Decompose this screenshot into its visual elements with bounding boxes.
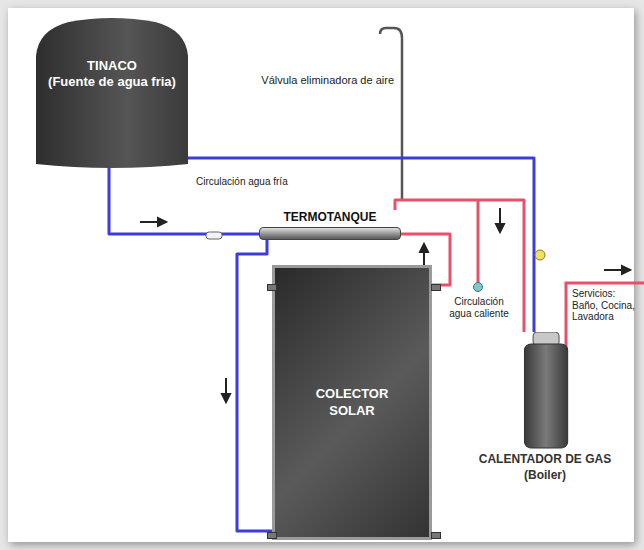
collector-fitting bbox=[431, 284, 441, 291]
service-pipe bbox=[558, 283, 644, 350]
hot-pipe-branch bbox=[477, 200, 480, 283]
node-text: COLECTOR SOLAR bbox=[307, 386, 397, 420]
pipe-label: Válvula eliminadora de aire bbox=[256, 74, 394, 87]
node-text: TERMOTANQUE bbox=[259, 210, 401, 224]
inlet-valve bbox=[206, 232, 222, 239]
collector-fitting bbox=[267, 284, 277, 291]
solar-collector: COLECTOR SOLAR bbox=[272, 265, 432, 540]
collector-fitting bbox=[431, 532, 441, 539]
pipe-label: Circulación agua fría bbox=[196, 176, 306, 188]
pipe-label: Circulación agua caliente bbox=[448, 296, 510, 319]
node-text: CALENTADOR DE GAS bbox=[462, 452, 628, 468]
pipe-label: Servicios: Baño, Cocina, Lavadora bbox=[572, 288, 638, 323]
node-text: (Fuente de agua fria) bbox=[36, 74, 188, 90]
tank-body bbox=[36, 18, 188, 168]
node-text: TINACO bbox=[36, 58, 188, 74]
hot-circulation-valve bbox=[474, 283, 483, 292]
cold-circulation-valve bbox=[535, 250, 545, 260]
heater-body bbox=[525, 344, 568, 448]
thermo-tank-body bbox=[259, 227, 401, 240]
air-valve-pipe bbox=[380, 28, 402, 200]
tank-shape bbox=[36, 14, 188, 170]
water-tank: TINACO(Fuente de agua fria) bbox=[36, 14, 188, 170]
thermo-tank: TERMOTANQUE bbox=[259, 210, 401, 240]
node-text: (Boiler) bbox=[462, 468, 628, 484]
gas-heater: CALENTADOR DE GAS(Boiler) bbox=[462, 332, 628, 482]
collector-fitting bbox=[267, 532, 277, 539]
